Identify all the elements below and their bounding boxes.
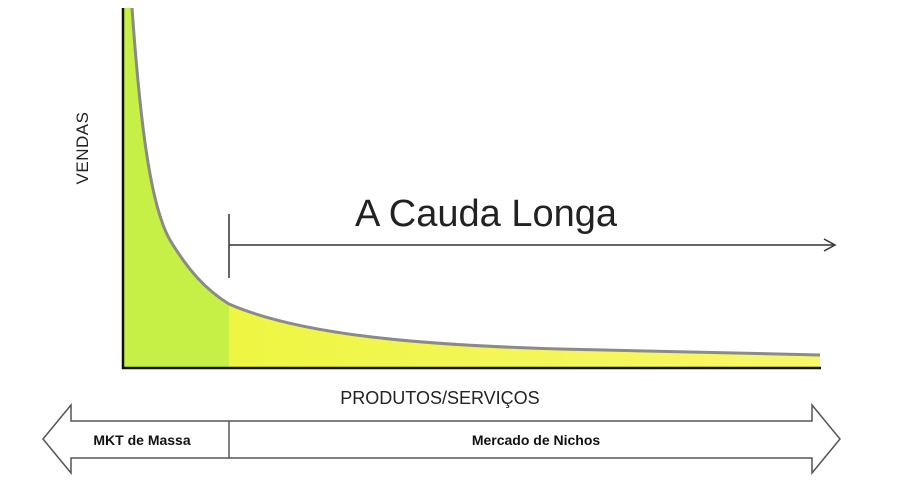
- x-axis-label: PRODUTOS/SERVIÇOS: [340, 388, 539, 408]
- tail-area: [229, 304, 820, 368]
- mass-market-label: MKT de Massa: [93, 432, 190, 448]
- tail-arrow-head: [823, 238, 837, 252]
- long-tail-curve: [130, 7, 821, 357]
- head-area: [123, 8, 229, 368]
- y-axis-label: VENDAS: [73, 112, 92, 185]
- bottom-double-arrow: [42, 402, 841, 476]
- headline: A Cauda Longa: [355, 193, 618, 235]
- niche-market-label: Mercado de Nichos: [472, 432, 601, 448]
